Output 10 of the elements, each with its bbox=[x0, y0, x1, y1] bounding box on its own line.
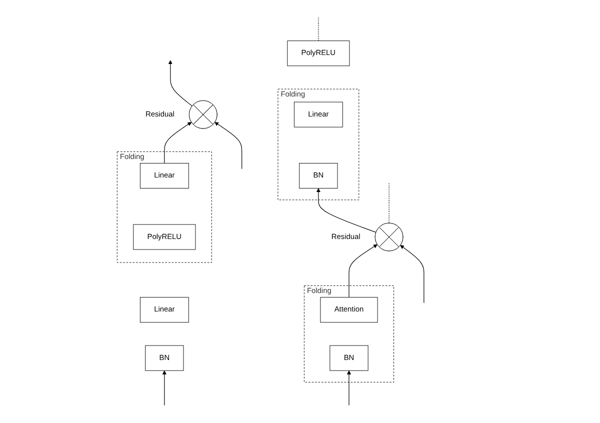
arrow bbox=[162, 370, 166, 406]
arrow bbox=[168, 60, 192, 106]
arrow bbox=[346, 370, 352, 406]
connector bbox=[388, 182, 390, 224]
arrow bbox=[316, 188, 376, 233]
arrow bbox=[214, 122, 242, 170]
connector bbox=[318, 17, 319, 42]
arrow bbox=[400, 245, 424, 304]
arrow bbox=[348, 244, 378, 298]
arrow bbox=[164, 122, 192, 164]
